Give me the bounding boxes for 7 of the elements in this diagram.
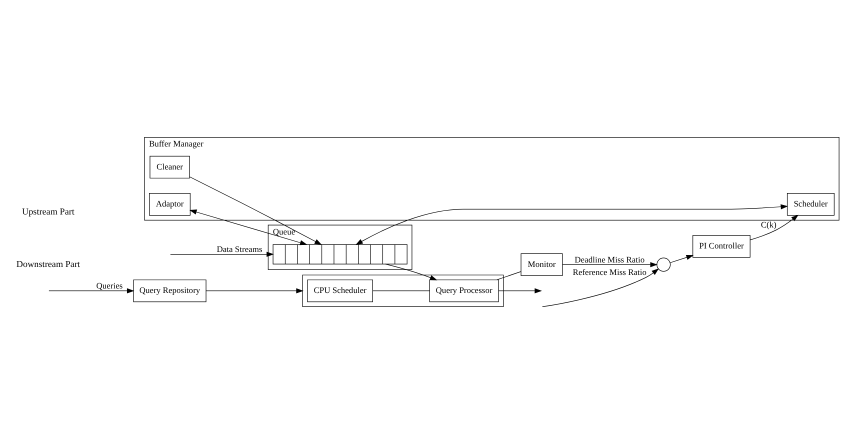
edge-label: Queries	[96, 280, 123, 291]
label: Downstream Part	[16, 258, 80, 269]
edge-label: Reference Miss Ratio	[572, 267, 647, 278]
edge-label: C(k)	[760, 220, 776, 230]
edge-label: Data Streams	[216, 244, 262, 254]
edge-label: Deadline Miss Ratio	[574, 254, 645, 264]
label: Upstream Part	[22, 206, 74, 216]
